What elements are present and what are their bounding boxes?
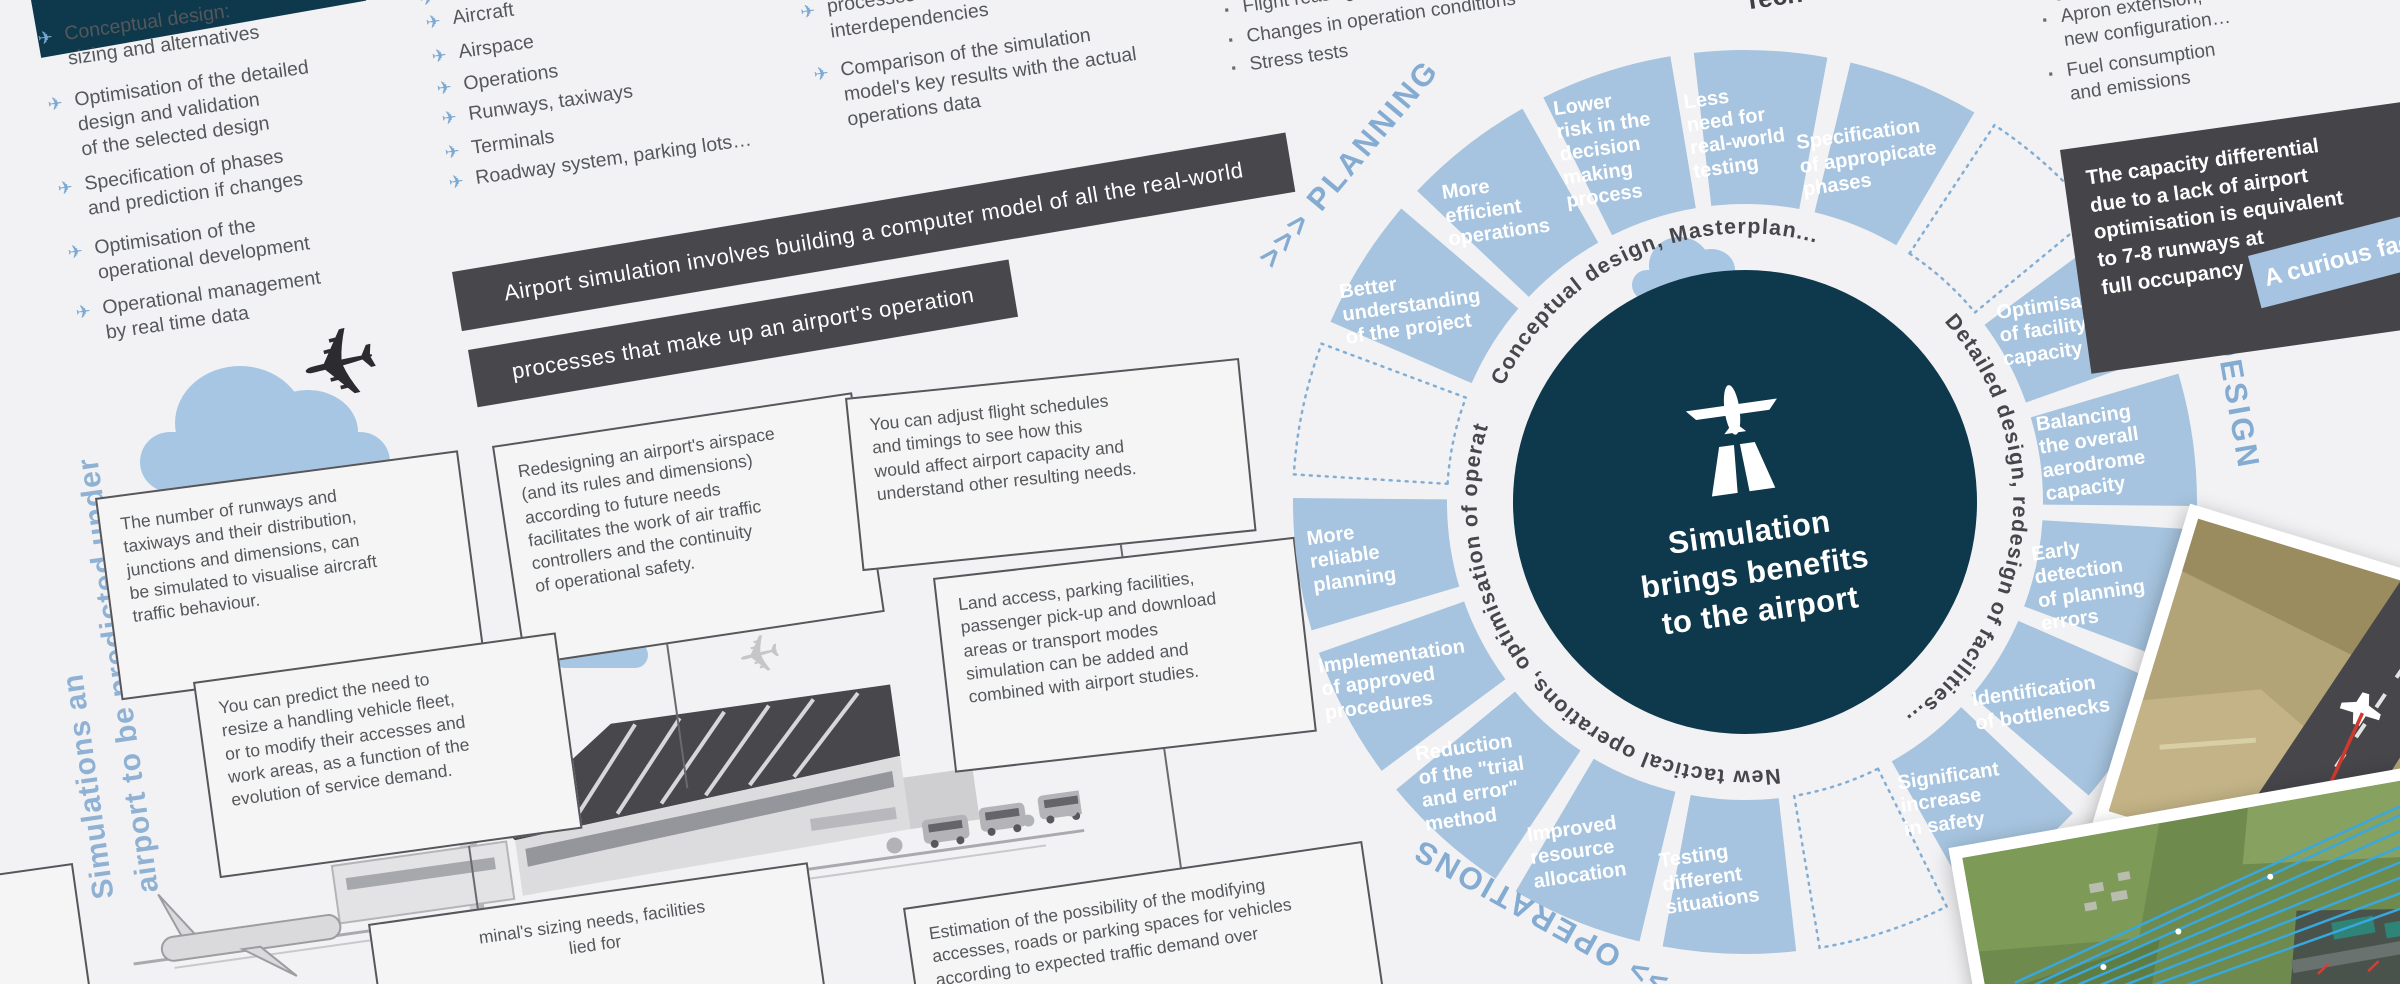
wheel-segment [1330,208,1519,384]
note-box-schedules: You can adjust flight schedules and timi… [845,357,1257,572]
wheel-segment-dotted [1792,767,1949,950]
plane-bullet-icon [37,28,54,48]
dot-bullet [1222,0,1232,22]
plane-bullet-icon [813,64,830,84]
plane-bullet-icon [57,178,74,198]
wheel-segment [2030,373,2197,506]
terminal-roof [499,684,901,841]
wheel-segment [1396,691,1581,879]
plane-runway-icon [1685,385,1777,497]
wheel-center-circle [1513,270,1977,734]
wheel-segment [1515,758,1676,942]
scope-list-item: Aircraft [424,0,515,35]
wheel-segment [1814,62,1975,246]
plane-bullet-icon [425,12,442,32]
wheel-segment [1318,601,1506,771]
plane-bullet-icon [441,108,458,128]
plane-bullet-icon [448,172,465,192]
list-item-text: Airspace [456,30,536,64]
bus-icons [921,790,1086,848]
plane-bullet-icon [436,78,453,98]
wheel-segment [1971,620,2160,796]
wheel-segment [1662,795,1797,954]
plane-bullet-icon [75,302,92,322]
list-item-text: Aircraft [450,0,516,30]
wheel-segment [1417,108,1599,297]
plane-bullet-icon [67,242,84,262]
plane-bullet-icon [431,46,448,66]
plane-marker [2339,692,2381,726]
wheel-segment [1693,50,1828,209]
wheel-segment [1293,498,1460,631]
note-text: The number of runways and taxiways and t… [119,485,378,627]
plane-bullet-icon: ✈ [420,0,435,8]
wheel-segment [1543,56,1696,236]
note-text: Redesigning an airport's airspace (and i… [516,423,776,597]
photo-simulation-paths [1948,751,2400,984]
wheel-segment-dotted [1292,342,1468,486]
note-text: You can predict the need to resize a han… [217,669,471,810]
plane-bullet-icon [47,94,64,114]
flight-path-lines [2014,776,2400,984]
note-text: You can adjust flight schedules and timi… [868,390,1138,505]
scope-list-item: Airspace [430,30,535,69]
plane-bullet-icon [799,2,816,22]
cloud-icon [140,366,390,492]
tree-icons [886,804,1078,854]
plane-bullet-icon [444,142,461,162]
parked-plane [157,893,342,977]
wheel-center: Simulation brings benefits to the airpor… [1560,358,1932,655]
